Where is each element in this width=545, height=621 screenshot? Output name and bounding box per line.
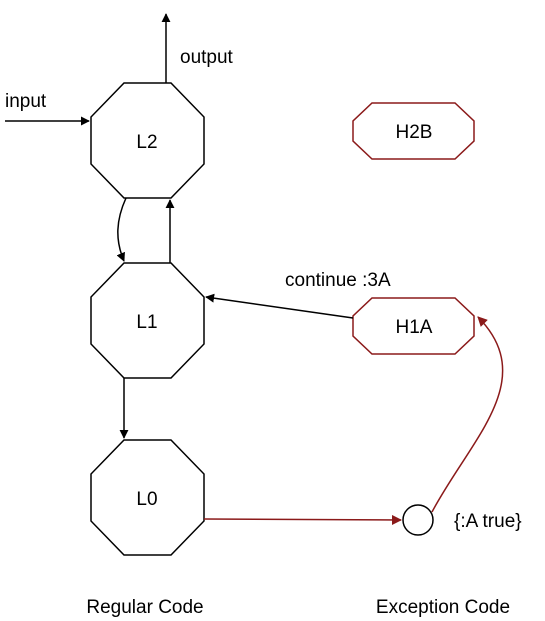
continue-label: continue :3A <box>285 270 391 291</box>
node-l0: L0 <box>90 439 205 556</box>
condition-label: {:A true} <box>454 511 522 532</box>
condition-node <box>402 504 434 536</box>
edge-l2-to-l1 <box>116 197 127 262</box>
node-l1: L1 <box>90 262 205 379</box>
edge-condition-to-h1a <box>431 316 504 513</box>
node-h1a: H1A <box>352 297 475 355</box>
node-l1-label: L1 <box>136 312 157 333</box>
edge-h1a-to-l1 <box>205 293 354 319</box>
node-l2-label: L2 <box>136 132 157 153</box>
node-l0-label: L0 <box>136 489 157 510</box>
regular-code-caption: Regular Code <box>86 597 203 618</box>
exception-code-caption: Exception Code <box>376 597 510 618</box>
edge-l0-to-condition <box>203 514 402 525</box>
node-h1a-label: H1A <box>396 317 433 338</box>
node-l2: L2 <box>90 82 205 199</box>
node-h2b: H2B <box>352 102 475 160</box>
input-label: input <box>5 91 47 112</box>
node-h2b-label: H2B <box>396 122 433 143</box>
output-label: output <box>180 47 234 68</box>
